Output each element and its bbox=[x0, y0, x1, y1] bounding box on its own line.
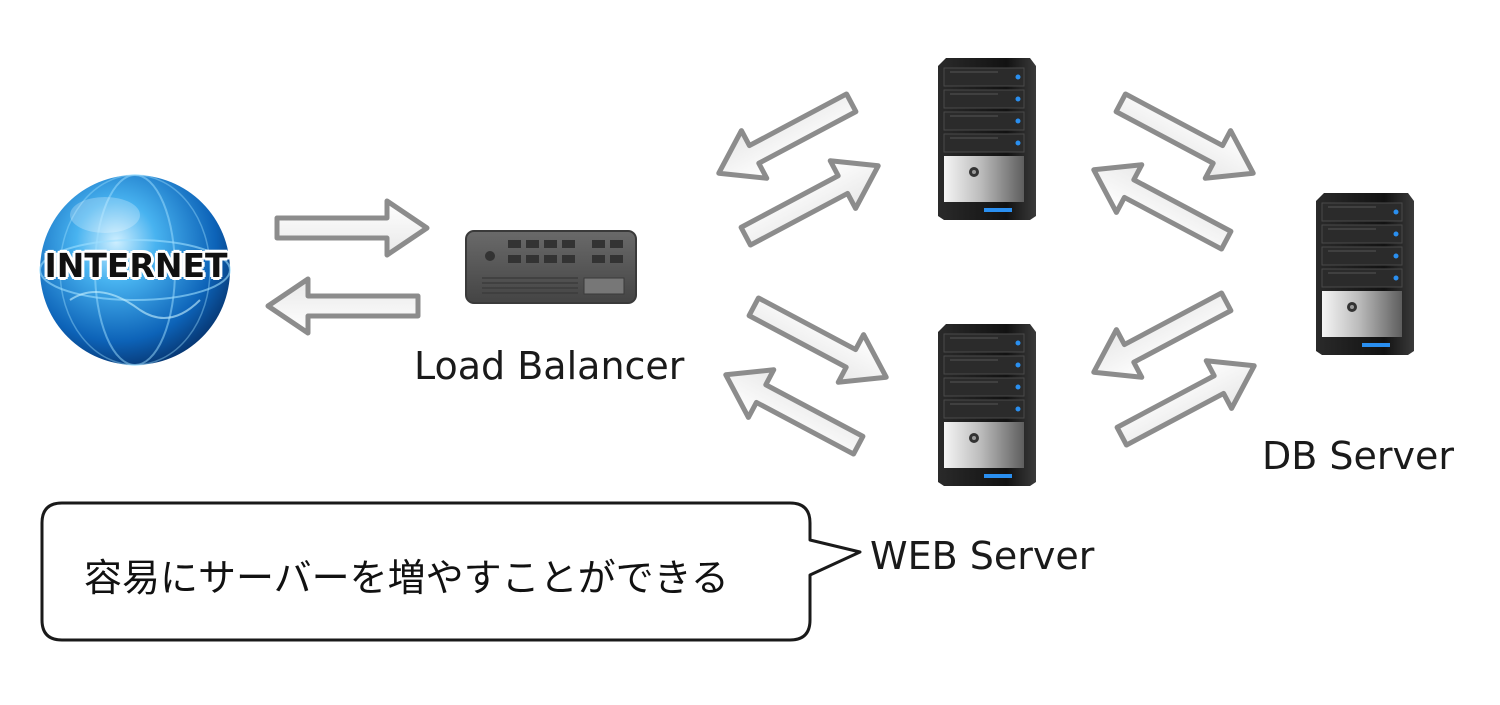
callout-text: 容易にサーバーを増やすことができる bbox=[84, 556, 729, 600]
load-balancer-icon bbox=[465, 230, 637, 304]
internet-globe-icon bbox=[39, 174, 231, 366]
web-server-1-icon bbox=[937, 57, 1037, 221]
db-server-icon bbox=[1315, 192, 1415, 356]
arrow-lb-to-internet bbox=[268, 279, 418, 333]
internet-label: INTERNET bbox=[44, 246, 228, 285]
callout-bubble bbox=[40, 501, 862, 642]
db-server-label: DB Server bbox=[1262, 434, 1455, 478]
web-server-label: WEB Server bbox=[870, 534, 1095, 578]
arrow-internet-to-lb bbox=[277, 201, 427, 255]
web-server-2-icon bbox=[937, 323, 1037, 487]
load-balancer-label: Load Balancer bbox=[414, 344, 685, 388]
